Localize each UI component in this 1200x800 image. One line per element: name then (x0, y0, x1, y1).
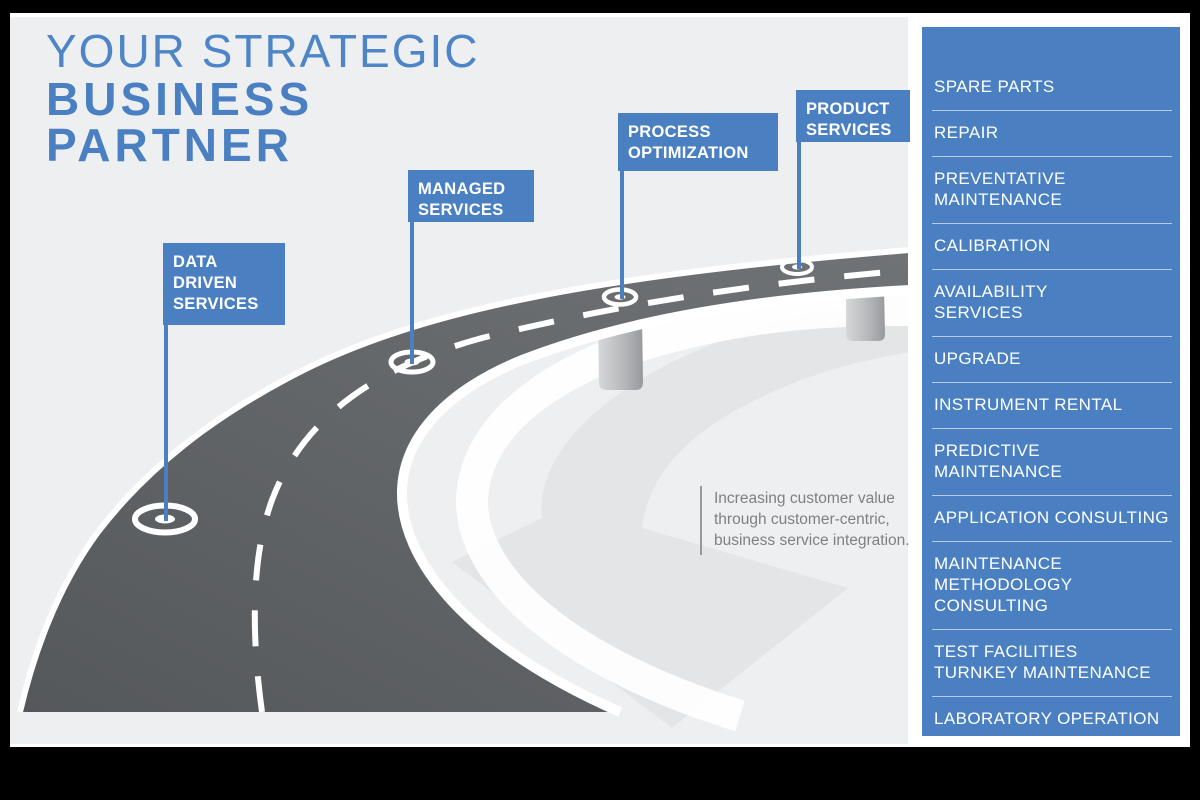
road-center-line (251, 267, 908, 713)
service-item: SPARE PARTS (932, 65, 1172, 111)
service-item: TEST FACILITIES TURNKEY MAINTENANCE (932, 630, 1172, 697)
service-item: MAINTENANCE METHODOLOGY CONSULTING (932, 542, 1172, 630)
leader-line-data-driven-services (164, 320, 168, 521)
service-item: PREDICTIVE MAINTENANCE (932, 429, 1172, 496)
services-panel: SPARE PARTS REPAIR PREVENTATIVE MAINTENA… (922, 27, 1180, 736)
service-item: APPLICATION CONSULTING (932, 496, 1172, 542)
title-line-1: YOUR STRATEGIC (46, 25, 480, 77)
road-inner-edge (396, 285, 908, 717)
service-item: AVAILABILITY SERVICES (932, 270, 1172, 337)
white-swoosh (455, 293, 908, 732)
leader-line-managed-services (410, 216, 414, 364)
milestone-label-product-services: PRODUCT SERVICES (796, 90, 910, 142)
title-line-3: PARTNER (46, 119, 293, 171)
value-annotation: Increasing customer value through custom… (700, 486, 910, 555)
service-item: LABORATORY OPERATION (934, 709, 1160, 728)
milestone-label-process-optimization: PROCESS OPTIMIZATION (618, 113, 778, 171)
bridge-pillar-icon (846, 289, 885, 341)
leader-line-product-services (797, 136, 801, 269)
service-item: REPAIR (932, 111, 1172, 157)
road (20, 250, 908, 712)
service-item: CALIBRATION (932, 224, 1172, 270)
milestone-label-data-driven-services: DATA DRIVEN SERVICES (163, 243, 285, 325)
leader-line-process-optimization (620, 166, 624, 299)
title-line-2: BUSINESS (46, 73, 314, 125)
service-item: PREVENTATIVE MAINTENANCE (932, 157, 1172, 224)
milestone-label-managed-services: MANAGED SERVICES (408, 170, 534, 222)
page-title: YOUR STRATEGIC BUSINESS PARTNER (46, 26, 480, 168)
service-item: INSTRUMENT RENTAL (932, 383, 1172, 429)
service-item: UPGRADE (932, 337, 1172, 383)
